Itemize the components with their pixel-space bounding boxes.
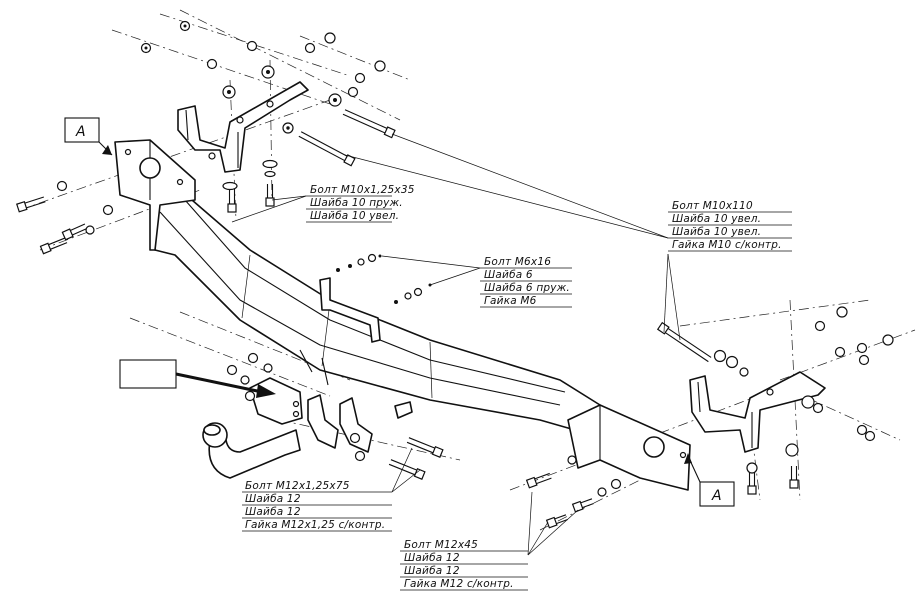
- callout-line: Гайка М10 с/контр.: [672, 239, 782, 251]
- callout-line: Шайба 6: [484, 269, 533, 281]
- callout-m10x110: Болт М10х110 Шайба 10 увел. Шайба 10 уве…: [668, 200, 792, 252]
- lower-hangers: [299, 349, 413, 453]
- callout-m6x16: Болт М6х16 Шайба 6 Шайба 6 пруж. Гайка М…: [480, 256, 572, 308]
- center-socket-bracket: [319, 277, 381, 343]
- callout-line: Болт М10х110: [672, 200, 753, 212]
- callout-line: Болт М12х1,25х75: [245, 480, 350, 492]
- detail-marker-box: [119, 359, 276, 398]
- callout-m10x1-25x35: Болт М10х1,25х35 Шайба 10 пруж. Шайба 10…: [306, 184, 415, 223]
- callout-line: Гайка М12 с/контр.: [404, 578, 514, 590]
- callout-line: Болт М12х45: [404, 539, 478, 551]
- bolts: [16, 109, 799, 529]
- callout-line: Болт М10х1,25х35: [310, 184, 415, 196]
- nuts-and-washers: [56, 20, 894, 497]
- view-marker-a-right-text: A: [711, 488, 722, 504]
- callout-m12x45: Болт М12х45 Шайба 12 Шайба 12 Гайка М12 …: [400, 539, 528, 591]
- callout-line: Шайба 10 увел.: [672, 213, 761, 225]
- callout-line: Шайба 10 пруж.: [310, 197, 403, 209]
- left-upper-bracket: [177, 81, 309, 173]
- callout-line: Болт М6х16: [484, 256, 551, 268]
- callout-line: Шайба 12: [245, 506, 301, 518]
- callout-line: Шайба 10 увел.: [672, 226, 761, 238]
- view-marker-a-left: A: [64, 117, 113, 156]
- main-cross-beam: [149, 193, 601, 431]
- view-marker-a-right: A: [684, 453, 735, 507]
- callout-line: Шайба 12: [404, 552, 460, 564]
- callout-line: Шайба 12: [404, 565, 460, 577]
- callout-line: Шайба 6 пруж.: [484, 282, 570, 294]
- callout-line: Шайба 10 увел.: [310, 210, 399, 222]
- callout-m12x1-25x75: Болт М12х1,25х75 Шайба 12 Шайба 12 Гайка…: [242, 480, 392, 532]
- callout-line: Шайба 12: [245, 493, 301, 505]
- callout-line: Гайка М6: [484, 295, 537, 307]
- callout-line: Гайка М12х1,25 с/контр.: [245, 519, 385, 531]
- right-bracket: [689, 368, 826, 453]
- axis-lines: [19, 9, 916, 531]
- view-marker-a-left-text: A: [75, 124, 86, 140]
- right-mounting-plate: [567, 404, 691, 491]
- left-mounting-plate: [114, 139, 196, 251]
- callout-leaders: [231, 133, 681, 556]
